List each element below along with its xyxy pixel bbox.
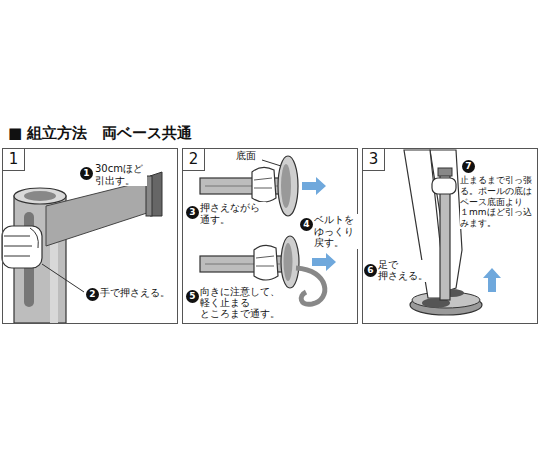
direction-arrow — [483, 268, 501, 292]
step-number-box: 3 — [363, 149, 385, 171]
part-label: 底面 — [236, 150, 256, 162]
callout-number: 5 — [186, 290, 199, 303]
section-heading: ■ 組立方法 両ベース共通 — [8, 124, 192, 143]
leader-line — [42, 264, 84, 292]
instruction-text: 足で 押さえる。 — [378, 260, 428, 282]
hand — [2, 226, 42, 268]
callout-number: 7 — [462, 160, 475, 173]
step-number: 2 — [189, 152, 199, 167]
step-number: 1 — [9, 152, 19, 167]
callout-number: 3 — [186, 206, 199, 219]
instruction-text: 止まるまで引っ張 る。ポールの底は ベース底面より １mmほど引っ込 みます。 — [460, 175, 536, 229]
callout-number: 2 — [86, 288, 99, 301]
instruction-text: 30cmほど 引出す。 — [95, 163, 147, 186]
callout-number: 6 — [364, 264, 377, 277]
callout-number: 1 — [80, 167, 93, 180]
instruction-text: ベルトを ゆっくり 戻す。 — [314, 214, 358, 249]
instruction-text: 押さえながら 通す。 — [200, 202, 266, 225]
step-number: 3 — [369, 152, 379, 167]
direction-arrow — [312, 253, 336, 271]
step-number-box: 2 — [183, 149, 205, 171]
leader-line — [262, 160, 281, 166]
instruction-text: 手で押さえる。 — [100, 287, 170, 299]
instruction-text: 向きに注意して、 軽く止まる ところまで通す。 — [200, 286, 286, 319]
callout-number: 4 — [300, 218, 313, 231]
step-number-box: 1 — [3, 149, 25, 171]
direction-arrow — [302, 177, 326, 195]
